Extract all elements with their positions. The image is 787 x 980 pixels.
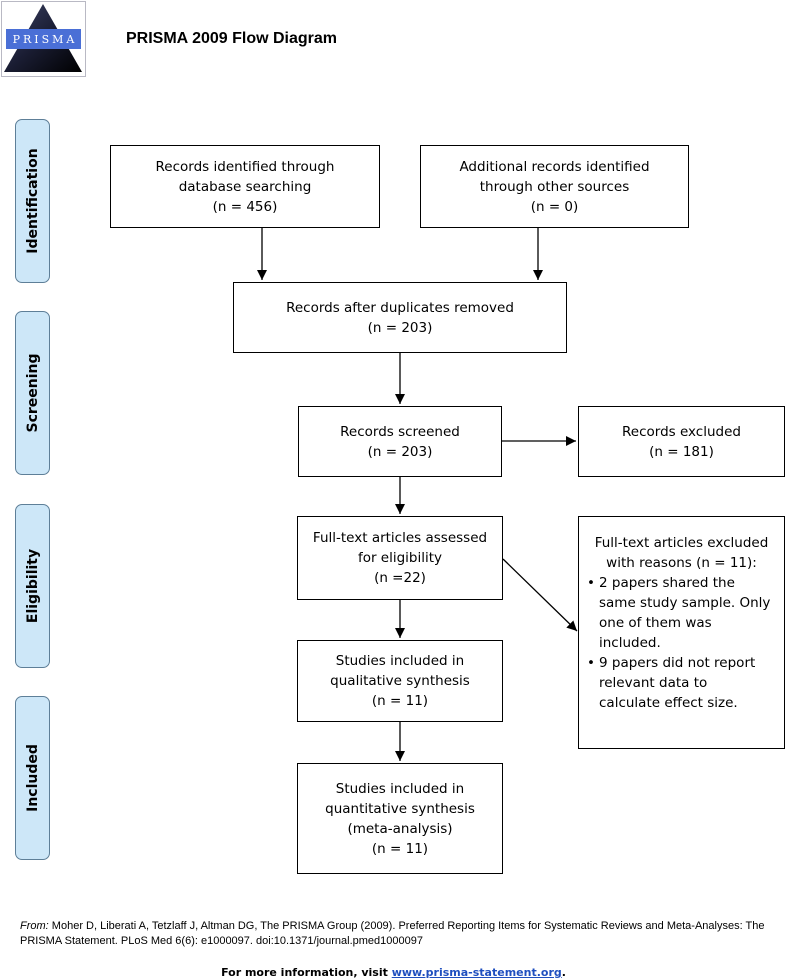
reason-line: included. [599, 635, 661, 651]
box-line: (n = 181) [649, 443, 714, 460]
box-line: (meta-analysis) [347, 820, 453, 837]
reason-line: same study sample. Only [599, 595, 771, 611]
box-line: Full-text articles assessed [312, 530, 488, 546]
more-info-prefix: For more information, visit [221, 966, 388, 979]
phase-screening: Screening [15, 311, 50, 475]
box-fulltext-excluded: Full-text articles excluded with reasons… [578, 516, 785, 749]
phase-included: Included [15, 696, 50, 860]
box-other-sources: Additional records identified through ot… [420, 145, 689, 228]
reason-line: one of them was [599, 615, 712, 631]
box-line: for eligibility [357, 550, 443, 566]
box-qualitative-synthesis: Studies included in qualitative synthesi… [297, 640, 503, 722]
box-line: Records excluded [622, 423, 741, 440]
box-records-excluded: Records excluded (n = 181) [578, 406, 785, 477]
box-line: (n = 203) [367, 319, 433, 336]
reason-line: relevant data to [599, 675, 708, 691]
box-line: Records screened [340, 423, 460, 440]
box-line: Additional records identified [459, 158, 650, 175]
exclusion-reason: 9 papers did not report relevant data to… [587, 653, 778, 713]
phase-identification: Identification [15, 119, 50, 283]
logo-text: PRISMA [12, 33, 78, 46]
reason-line: calculate effect size. [599, 695, 738, 711]
more-info-suffix: . [561, 966, 566, 979]
box-line: with reasons (n = 11): [606, 555, 757, 571]
box-database-search: Records identified through database sear… [110, 145, 380, 228]
exclusion-reason: 2 papers shared the same study sample. O… [587, 573, 778, 653]
box-line: quantitative synthesis [325, 800, 475, 817]
from-label: From: [20, 920, 49, 932]
citation-text: Moher D, Liberati A, Tetzlaff J, Altman … [20, 920, 765, 947]
reason-line: 2 papers shared the [599, 575, 735, 591]
box-line: Records identified through [155, 158, 335, 175]
box-fulltext-assessed: Full-text articles assessed for eligibil… [297, 516, 503, 600]
page-title: PRISMA 2009 Flow Diagram [126, 30, 338, 47]
box-line: (n = 11) [371, 693, 429, 709]
excluded-heading: Full-text articles excluded with reasons… [579, 517, 784, 573]
box-line: through other sources [479, 178, 630, 195]
prisma-logo: PRISMA [1, 1, 86, 77]
box-line: Full-text articles excluded [594, 535, 769, 551]
box-line: (n = 11) [371, 840, 429, 857]
prisma-website-link[interactable]: www.prisma-statement.org [391, 966, 562, 979]
box-line: qualitative synthesis [330, 673, 470, 689]
box-line: (n = 0) [530, 198, 579, 215]
box-line: (n =22) [374, 570, 426, 586]
box-quantitative-synthesis: Studies included in quantitative synthes… [297, 763, 503, 874]
reason-line: 9 papers did not report [599, 655, 756, 671]
box-line: database searching [178, 178, 312, 195]
box-line: Studies included in [335, 780, 465, 797]
phase-eligibility: Eligibility [15, 504, 50, 668]
logo-pyramid-icon [4, 4, 82, 72]
box-line: (n = 456) [212, 198, 278, 215]
box-line: Studies included in [335, 653, 465, 669]
box-line: Records after duplicates removed [286, 299, 514, 316]
exclusion-reasons-list: 2 papers shared the same study sample. O… [579, 573, 784, 713]
citation-footer: From: Moher D, Liberati A, Tetzlaff J, A… [20, 919, 780, 949]
arrow-fulltext-to-excluded-reasons [502, 558, 578, 632]
box-duplicates-removed: Records after duplicates removed (n = 20… [233, 282, 567, 353]
more-info-line: For more information, visit www.prisma-s… [0, 966, 787, 979]
box-records-screened: Records screened (n = 203) [298, 406, 502, 477]
box-line: (n = 203) [367, 443, 433, 460]
